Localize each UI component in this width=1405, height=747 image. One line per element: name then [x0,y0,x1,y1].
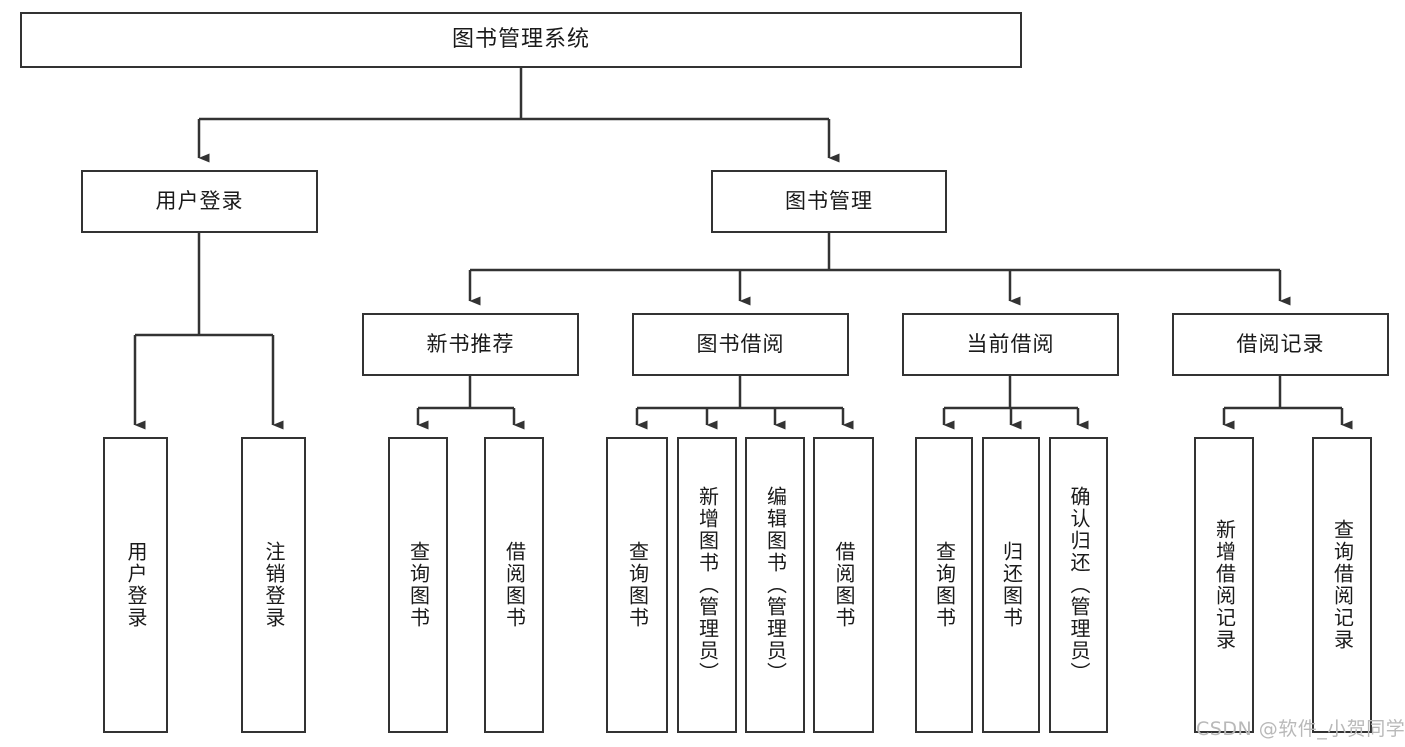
node-current-query-book[interactable]: 查询图书 [915,437,973,733]
node-book-management-label: 图书管理 [785,188,873,213]
node-current-return-book[interactable]: 归还图书 [982,437,1040,733]
node-current-confirm-return-admin[interactable]: 确认归还（管理员） [1049,437,1108,733]
node-user-login-label: 用户登录 [155,188,244,213]
node-recommend-query-book-label: 查询图书 [406,541,431,629]
node-new-book-recommend[interactable]: 新书推荐 [362,313,579,376]
node-root-system[interactable]: 图书管理系统 [20,12,1022,68]
node-new-book-recommend-label: 新书推荐 [426,331,515,356]
node-borrow-query-book-label: 查询图书 [625,541,650,629]
node-borrow-query-book[interactable]: 查询图书 [606,437,668,733]
node-borrow-borrow-book-label: 借阅图书 [832,541,856,629]
node-record-add-borrow-record[interactable]: 新增借阅记录 [1194,437,1254,733]
csdn-watermark: CSDN @软件_小贺同学 [1196,718,1405,740]
node-root-label: 图书管理系统 [451,26,590,52]
node-user-login-action[interactable]: 用户登录 [103,437,168,733]
node-book-management[interactable]: 图书管理 [711,170,947,233]
node-borrow-borrow-book[interactable]: 借阅图书 [813,437,874,733]
node-user-logout-action[interactable]: 注销登录 [241,437,306,733]
node-current-query-book-label: 查询图书 [932,541,957,629]
node-user-login-action-label: 用户登录 [124,541,148,629]
node-user-logout-action-label: 注销登录 [262,541,286,629]
node-borrow-record[interactable]: 借阅记录 [1172,313,1389,376]
node-current-confirm-return-admin-label: 确认归还（管理员） [1067,486,1091,684]
node-borrow-edit-book-admin[interactable]: 编辑图书（管理员） [745,437,805,733]
node-user-login[interactable]: 用户登录 [81,170,318,233]
node-recommend-borrow-book-label: 借阅图书 [502,541,527,629]
node-record-query-borrow-record-label: 查询借阅记录 [1330,519,1355,651]
node-record-query-borrow-record[interactable]: 查询借阅记录 [1312,437,1372,733]
node-current-borrow-label: 当前借阅 [966,331,1055,356]
node-current-borrow[interactable]: 当前借阅 [902,313,1119,376]
node-book-borrow[interactable]: 图书借阅 [632,313,849,376]
node-record-add-borrow-record-label: 新增借阅记录 [1212,519,1237,651]
node-borrow-add-book-admin-label: 新增图书（管理员） [695,486,720,684]
node-borrow-add-book-admin[interactable]: 新增图书（管理员） [677,437,737,733]
node-borrow-edit-book-admin-label: 编辑图书（管理员） [763,486,788,684]
node-book-borrow-label: 图书借阅 [696,331,785,356]
node-recommend-borrow-book[interactable]: 借阅图书 [484,437,544,733]
node-current-return-book-label: 归还图书 [999,541,1024,629]
node-recommend-query-book[interactable]: 查询图书 [388,437,448,733]
node-borrow-record-label: 借阅记录 [1236,331,1325,356]
